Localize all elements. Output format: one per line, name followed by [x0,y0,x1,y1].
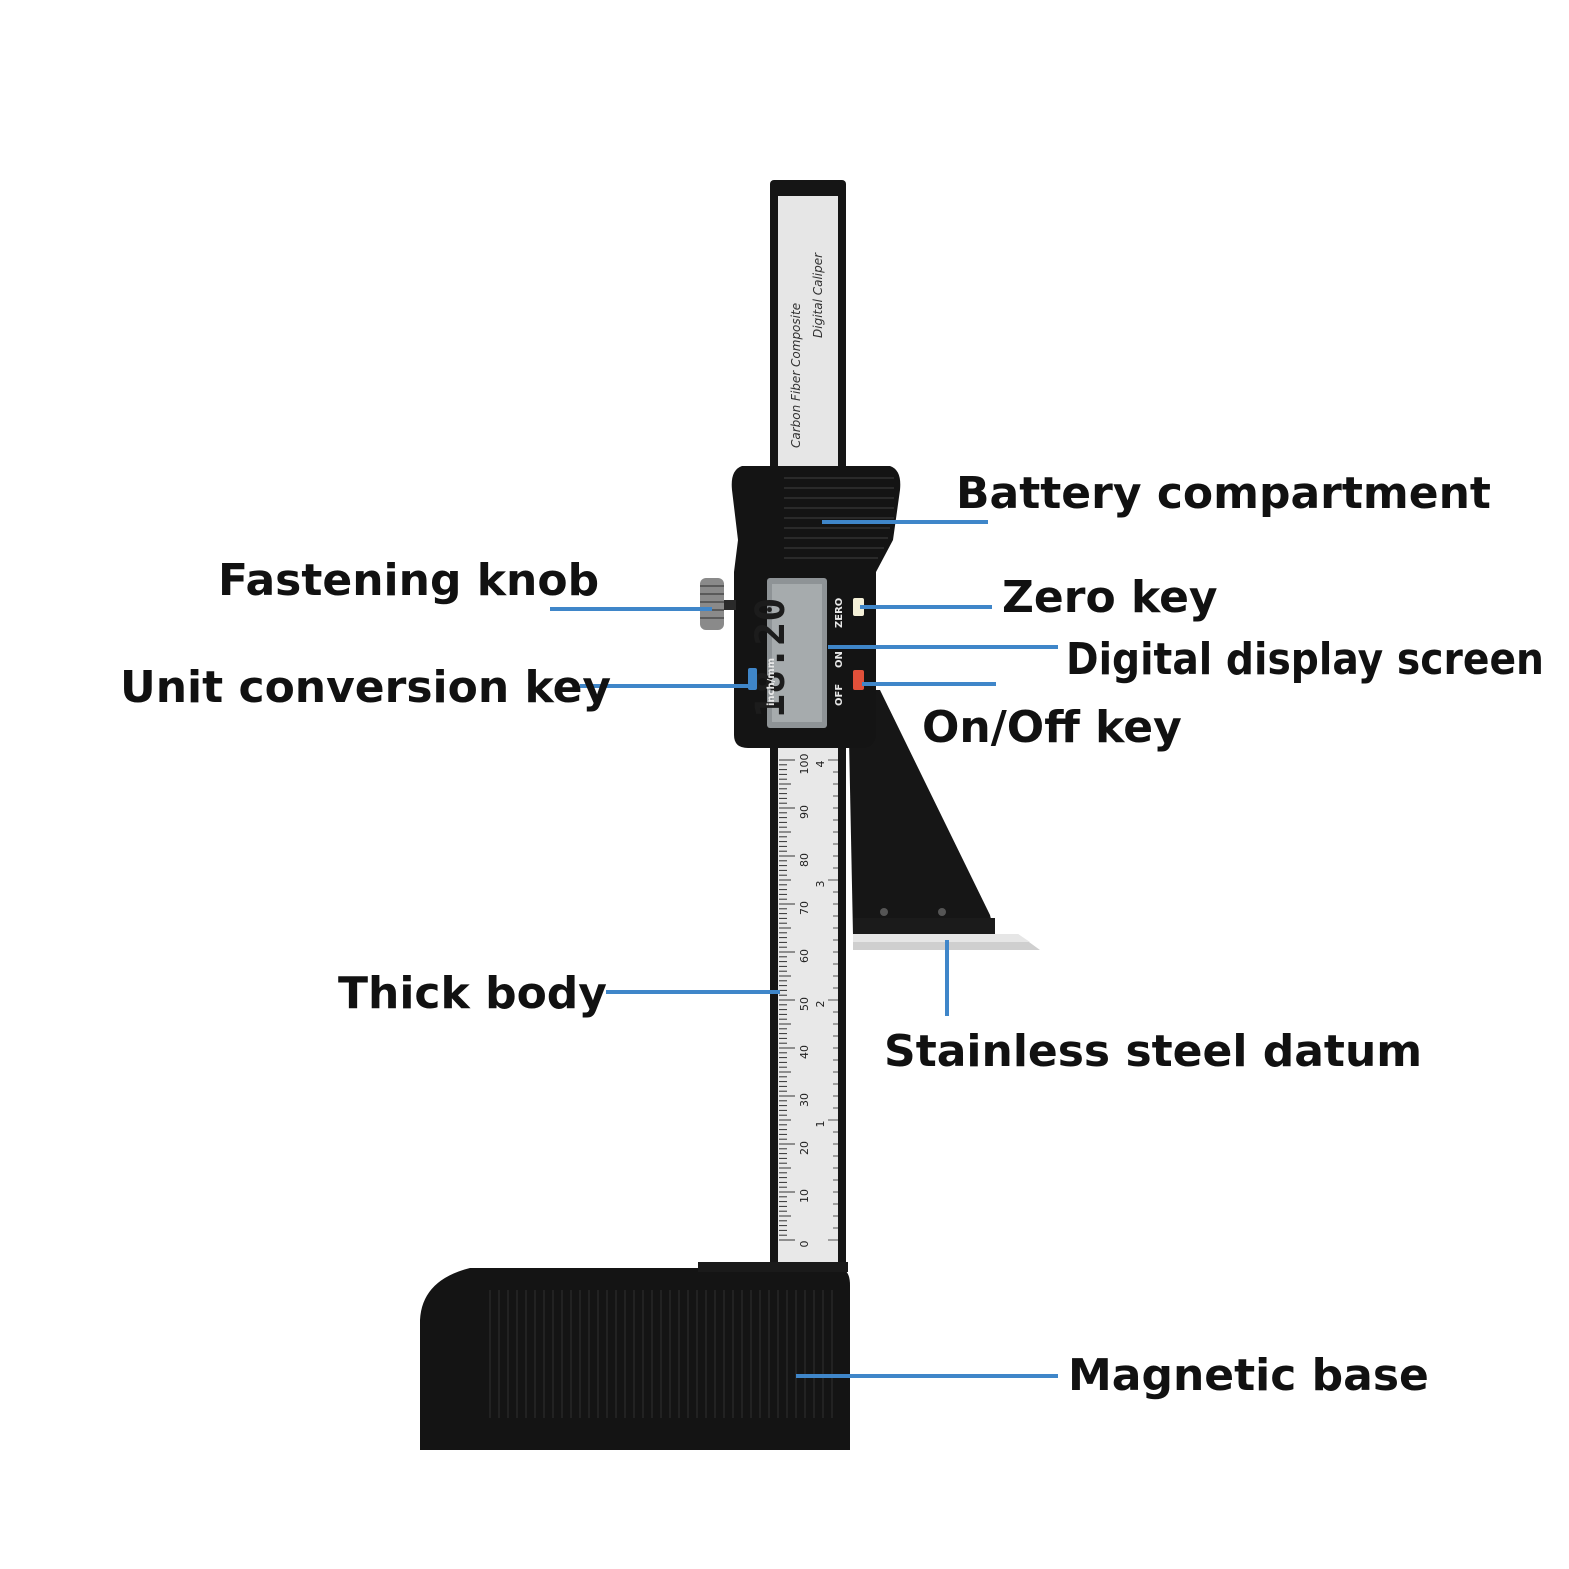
leader-lines [550,520,1058,1378]
zero-key-label: ZERO [834,598,845,628]
mm-scale-label: 60 [798,949,811,963]
mm-scale-label: 0 [798,1241,811,1248]
zero-key[interactable] [853,598,864,616]
label-magnetic-base: Magnetic base [1068,1350,1429,1401]
on-off-key[interactable] [853,670,864,690]
upper-beam: Carbon Fiber Composite Digital Caliper [770,180,846,480]
mm-scale-label: 20 [798,1141,811,1155]
label-unit-conversion-key: Unit conversion key [120,662,611,713]
label-battery-compartment: Battery compartment [956,468,1491,519]
unit-key-label: inch/mm [766,658,777,706]
label-thick-body: Thick body [338,968,607,1019]
beam-text-composite: Carbon Fiber Composite [789,303,803,448]
mm-scale-label: 50 [798,997,811,1011]
measuring-jaw [848,690,995,936]
mm-scale-label: 90 [798,805,811,819]
label-fastening-knob: Fastening knob [218,555,599,606]
scale-ticks [779,759,838,1241]
digital-display-screen: 18.20 [748,578,827,728]
off-key-label: OFF [834,684,845,706]
battery-compartment [784,477,894,559]
inch-scale-label: 2 [814,1001,827,1008]
display-reading: 18.20 [748,598,794,718]
label-stainless-steel-datum: Stainless steel datum [884,1026,1422,1077]
beam-text-caliper: Digital Caliper [811,252,825,338]
mm-scale-label: 80 [798,853,811,867]
mm-scale-label: 40 [798,1045,811,1059]
inch-scale-label: 1 [814,1121,827,1128]
inch-scale-label: 4 [814,761,827,768]
base-ridges [489,1290,833,1418]
on-key-label: ON [834,651,845,668]
mm-scale-label: 30 [798,1093,811,1107]
fastening-knob[interactable] [700,578,736,630]
mm-scale-label: 100 [798,754,811,775]
inch-scale-label: 3 [814,881,827,888]
mm-scale-labels: 0 10 20 30 40 50 60 70 80 90 100 [798,754,811,1248]
lower-beam: 0 10 20 30 40 50 60 70 80 90 100 1 2 3 4 [770,745,846,1275]
label-digital-display-screen: Digital display screen [1066,634,1544,685]
inch-scale-labels: 1 2 3 4 [814,761,827,1128]
mm-scale-label: 70 [798,901,811,915]
label-zero-key: Zero key [1002,572,1218,623]
magnetic-base [420,1262,850,1450]
mm-scale-label: 10 [798,1189,811,1203]
label-on-off-key: On/Off key [922,702,1182,753]
